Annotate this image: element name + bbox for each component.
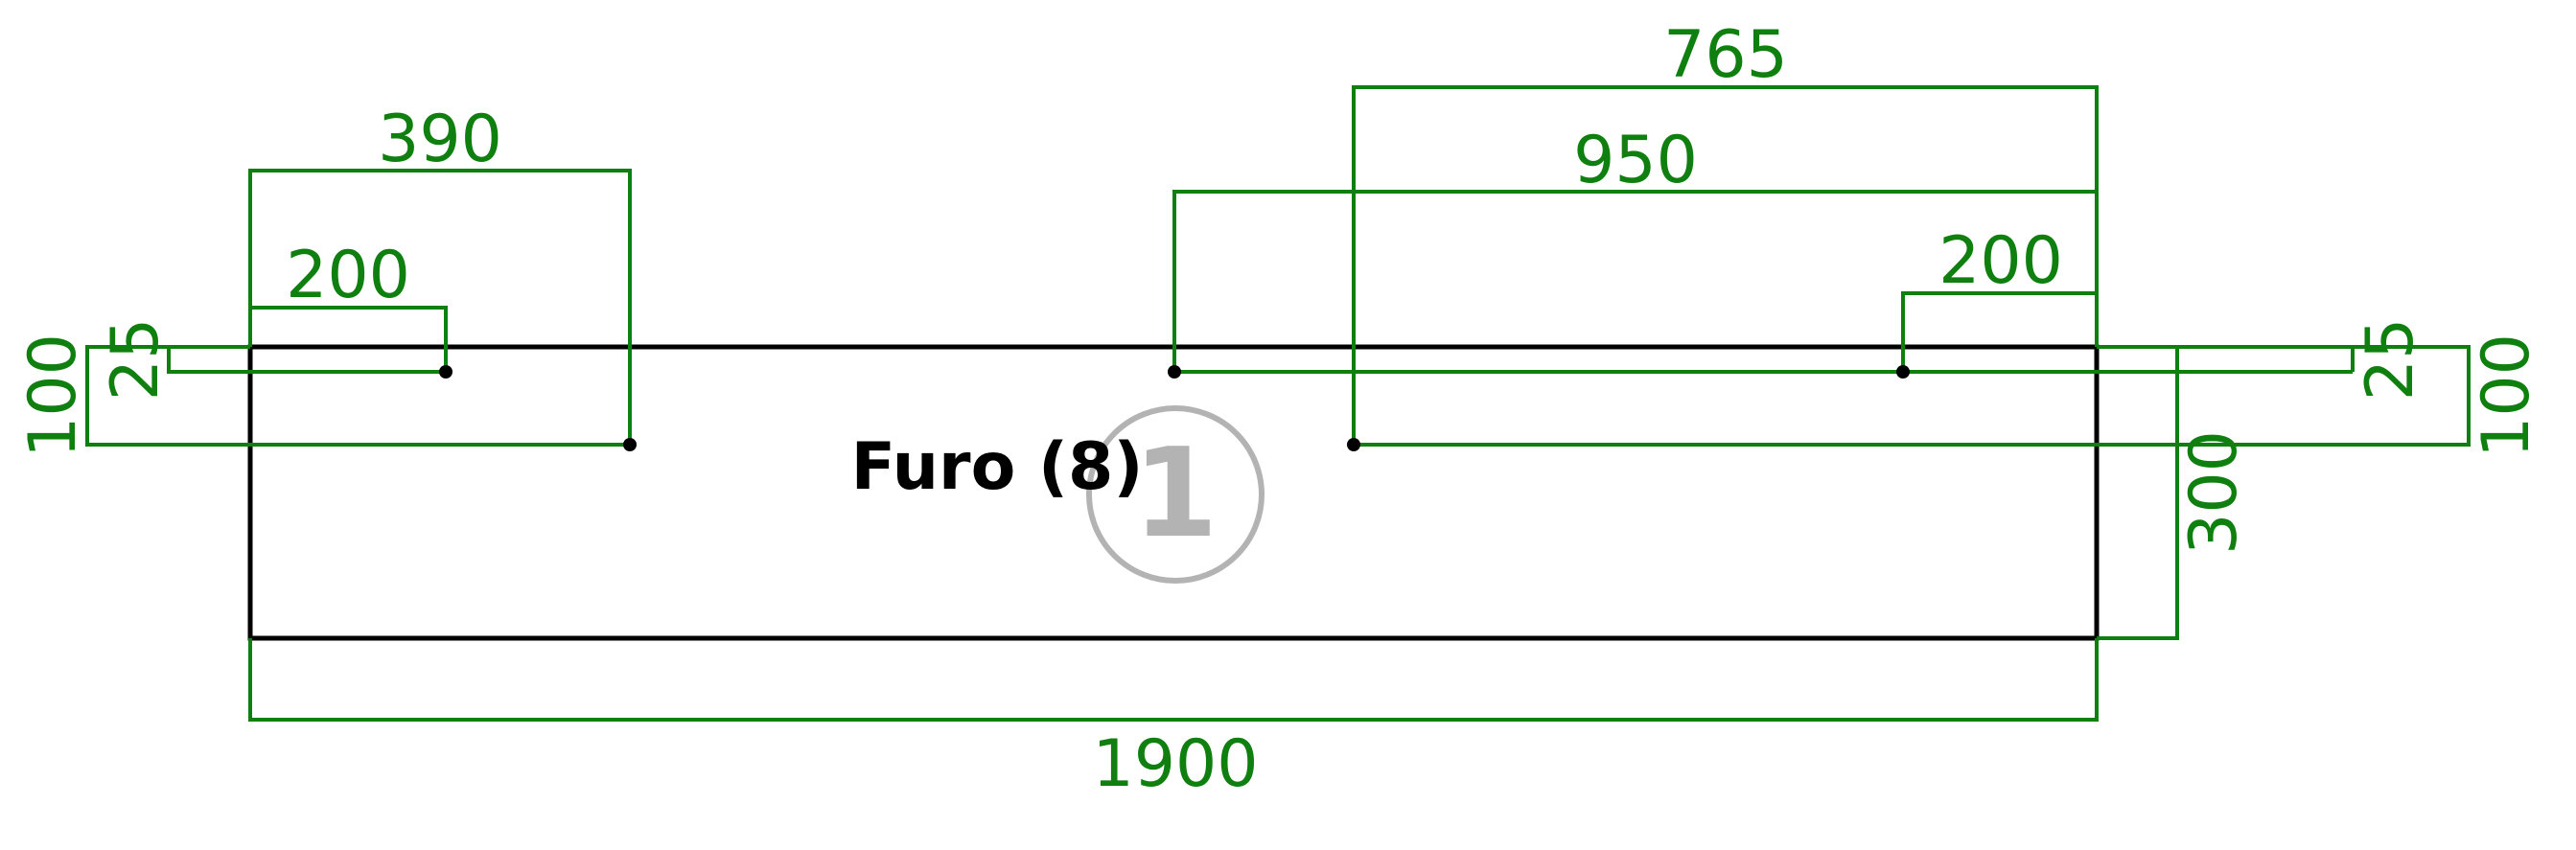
dim-label-200-left: 200 <box>286 238 410 313</box>
dim-line-950 <box>1172 190 2097 372</box>
dim-line-100-left <box>85 345 630 447</box>
dim-label-300: 300 <box>2176 430 2252 555</box>
hole-markers <box>439 365 1910 451</box>
dim-line-25-left <box>167 345 446 374</box>
hole-marker <box>623 438 637 451</box>
dim-label-950: 950 <box>1573 123 1698 198</box>
dim-line-100-right <box>1354 345 2471 447</box>
dim-line-300 <box>2097 345 2179 640</box>
dim-line-765 <box>1352 85 2099 445</box>
dim-label-100-right: 100 <box>2469 333 2544 458</box>
part-label: Furo (8) <box>851 429 1144 505</box>
dim-label-390: 390 <box>378 102 502 177</box>
dim-label-765: 765 <box>1663 17 1788 93</box>
hole-marker <box>1347 438 1360 451</box>
dim-label-25-left: 25 <box>98 318 174 402</box>
dim-line-200-left <box>250 306 448 372</box>
dim-label-25-right: 25 <box>2353 318 2428 402</box>
dim-line-390 <box>248 169 632 445</box>
dim-line-1900 <box>248 638 2099 722</box>
dimension-labels: 1900 390 200 765 950 200 25 100 25 100 3… <box>15 17 2544 802</box>
dim-label-1900: 1900 <box>1092 726 1258 802</box>
hole-marker <box>1896 365 1910 379</box>
dim-line-25-right <box>2097 345 2355 372</box>
hole-marker <box>1168 365 1181 379</box>
dim-label-100-left: 100 <box>15 333 91 458</box>
part-number-badge: 1 <box>1086 405 1265 584</box>
dimension-lines <box>85 85 2471 722</box>
badge-number: 1 <box>1132 423 1218 565</box>
hole-marker <box>439 365 453 379</box>
badge-ring <box>1086 405 1265 584</box>
dim-label-200-right: 200 <box>1938 223 2063 299</box>
dim-line-200-right <box>1901 291 2097 372</box>
